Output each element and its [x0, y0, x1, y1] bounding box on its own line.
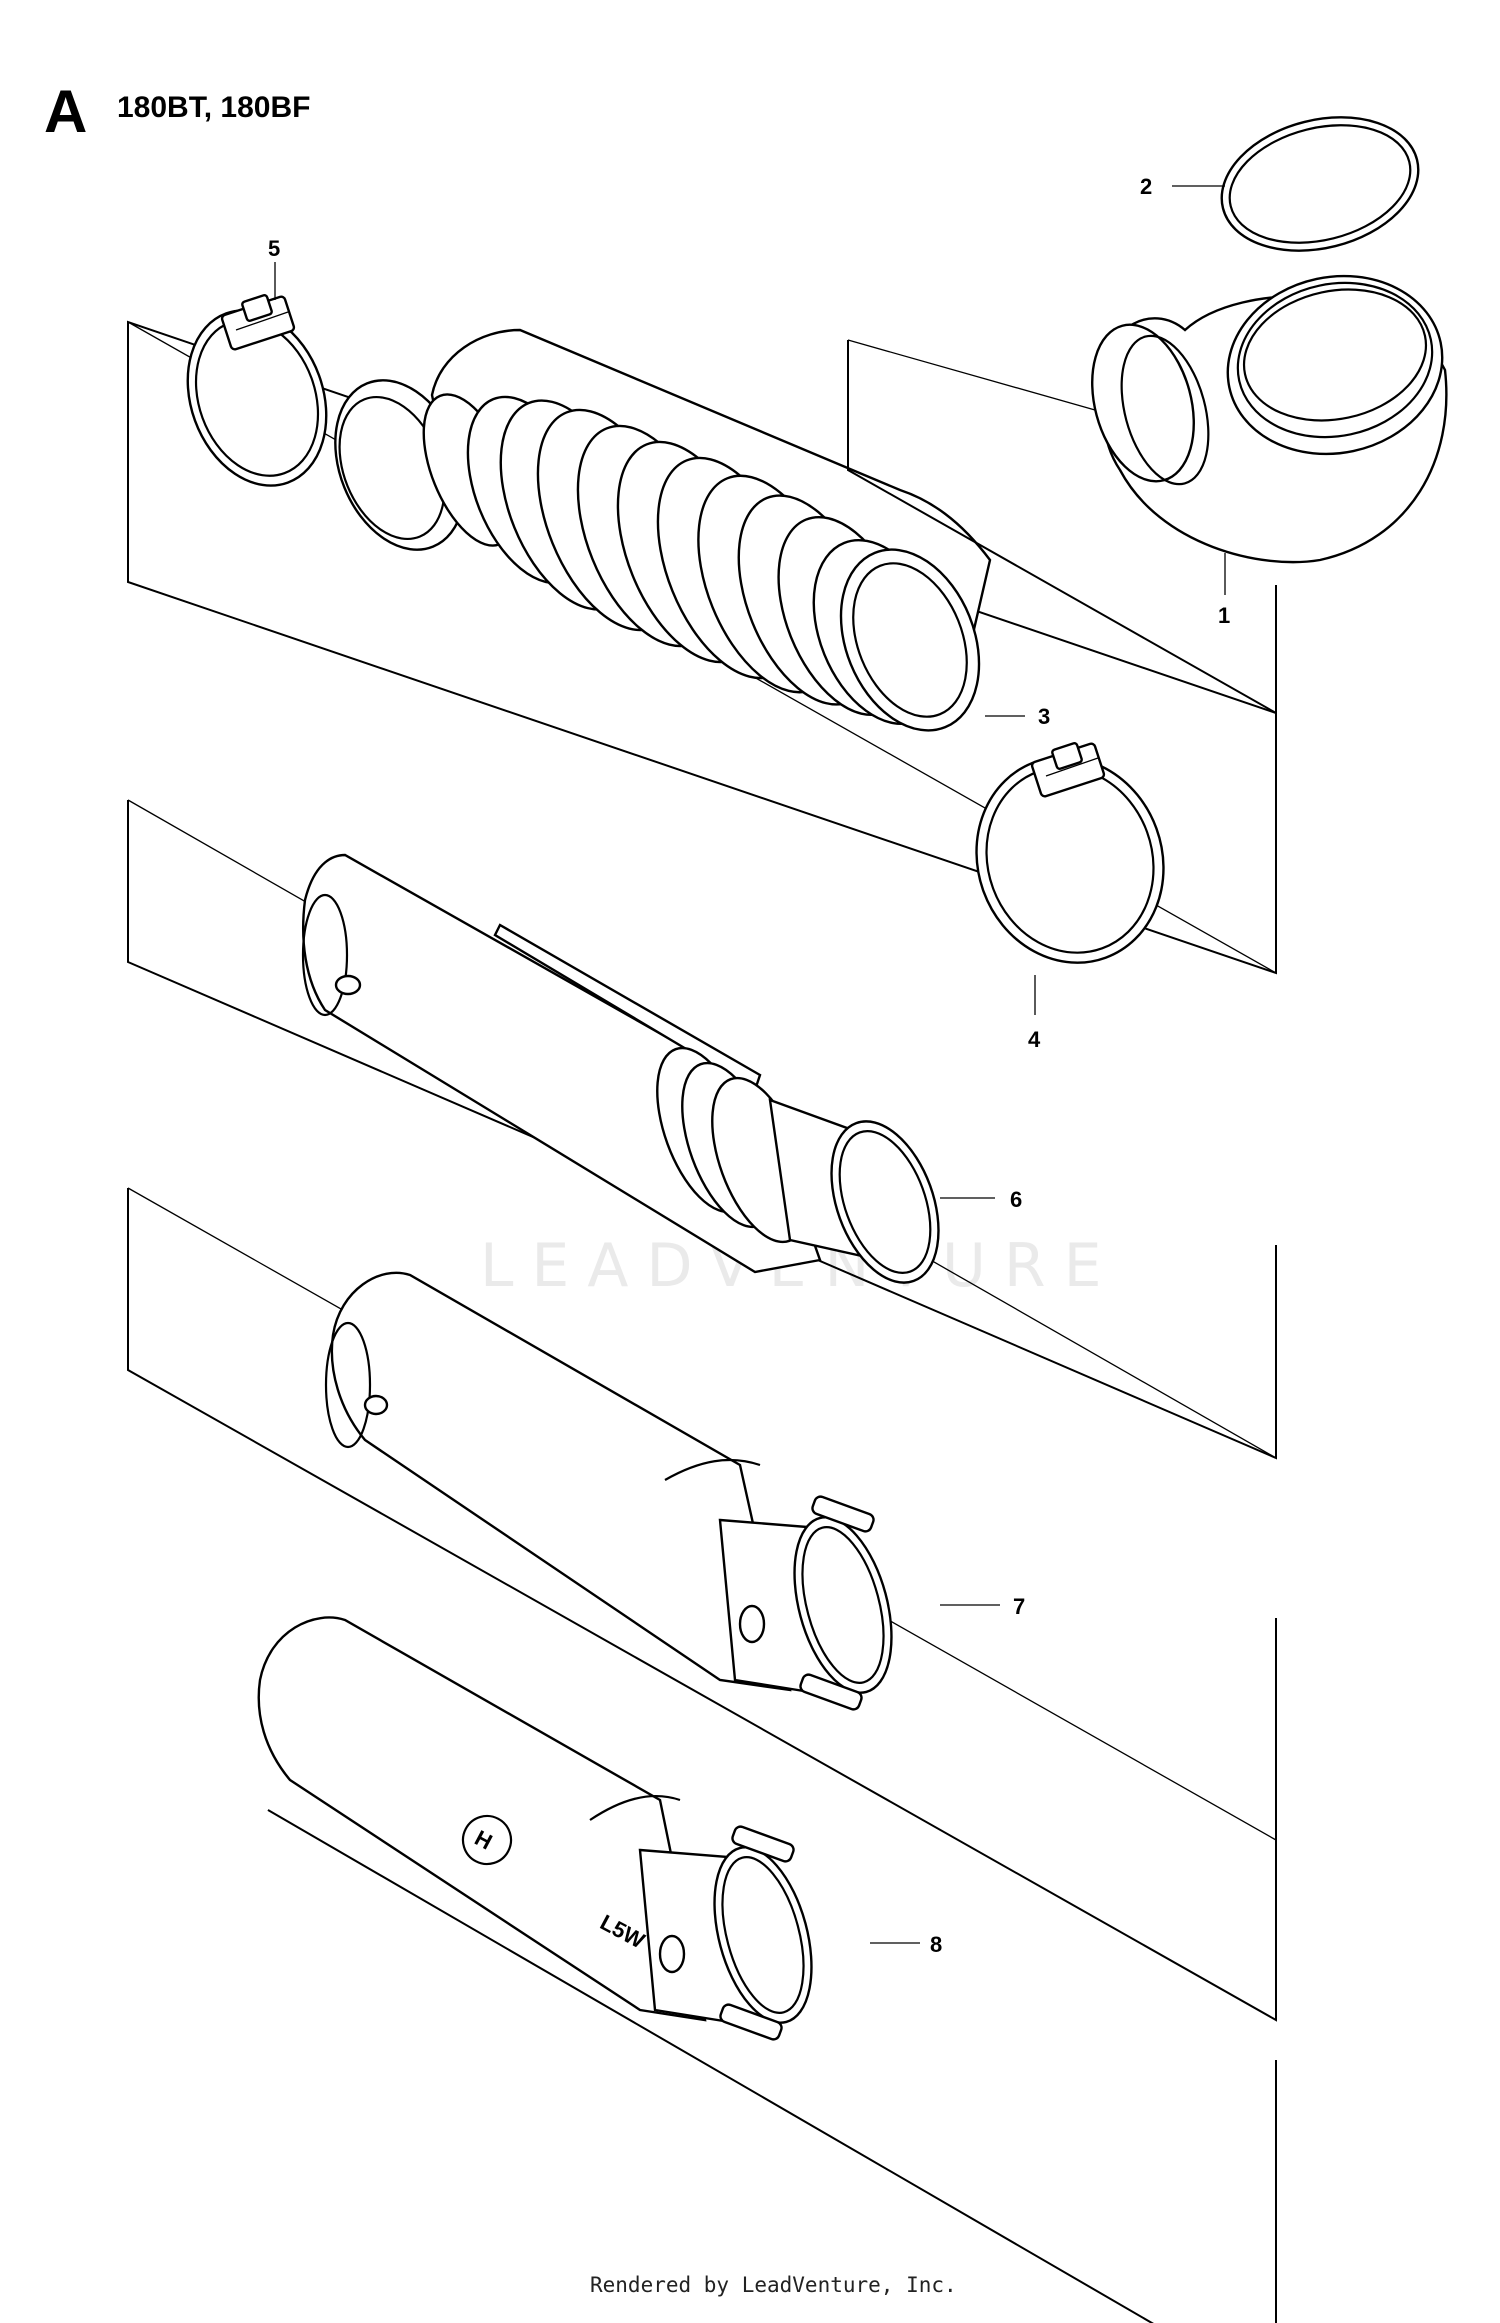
- hose-clamp-lower: [975, 742, 1165, 964]
- hose-clamp-upper: [186, 294, 328, 487]
- callout-3: 3: [1038, 704, 1050, 729]
- model-numbers: 180BT, 180BF: [117, 91, 310, 124]
- blower-tube-6: [301, 853, 940, 1284]
- elbow-pipe: [1091, 274, 1448, 564]
- blower-tube-7: [324, 1271, 893, 1711]
- callout-1: 1: [1218, 603, 1230, 628]
- section-letter: A: [44, 78, 87, 145]
- footer-credit: Rendered by LeadVenture, Inc.: [590, 2273, 957, 2297]
- assembly-axis-elbow: [847, 339, 1096, 411]
- callout-6: 6: [1010, 1187, 1022, 1212]
- o-ring: [1220, 116, 1420, 252]
- assembly-panel-3: [127, 1188, 1277, 2022]
- assembly-axis-4: [267, 1809, 1154, 2323]
- callout-7: 7: [1013, 1594, 1025, 1619]
- bellows-hose: [334, 328, 992, 732]
- callout-5: 5: [268, 236, 280, 261]
- callout-4: 4: [1028, 1027, 1041, 1052]
- blower-tube-8: H L5W: [257, 1616, 813, 2041]
- callout-2: 2: [1140, 174, 1152, 199]
- callout-8: 8: [930, 1932, 942, 1957]
- assembly-panel-elbow: [847, 340, 1277, 715]
